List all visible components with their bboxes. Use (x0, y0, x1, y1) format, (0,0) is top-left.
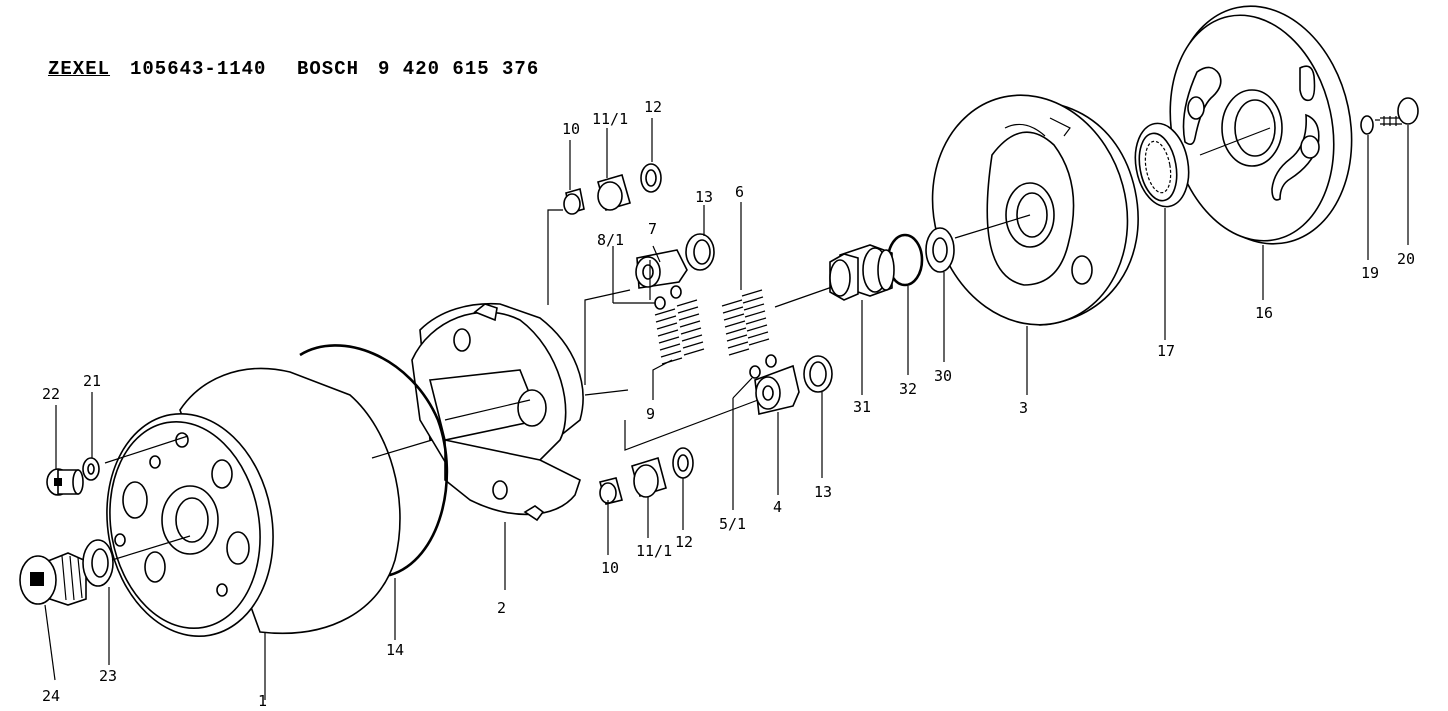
callout-6: 6 (735, 183, 744, 201)
part-30-washer (925, 227, 955, 273)
callout-16: 16 (1255, 304, 1273, 322)
part-4-flyweight (754, 364, 800, 415)
part-31-plug (829, 244, 895, 301)
callout-24: 24 (42, 687, 60, 705)
callout-14: 14 (386, 641, 404, 659)
part-11-1-upper-bushing (597, 174, 631, 211)
part-13-upper-bushing (685, 233, 715, 271)
part-6-springs (721, 289, 770, 356)
callout-5-1: 5/1 (719, 515, 746, 533)
callout-4: 4 (773, 498, 782, 516)
callout-17: 17 (1157, 342, 1175, 360)
callout-13-upper: 13 (695, 188, 713, 206)
part-3-housing (931, 94, 1139, 326)
part-20-bolt (1380, 97, 1419, 126)
callout-21: 21 (83, 372, 101, 390)
header-brand-bosch: BOSCH (297, 58, 360, 80)
part-19-washer (1360, 115, 1374, 135)
part-13-lower-bushing (803, 355, 833, 393)
part-2-hub (411, 302, 584, 522)
part-23-washer (82, 539, 114, 587)
callout-1: 1 (258, 692, 267, 710)
callout-10-upper: 10 (562, 120, 580, 138)
callout-9: 9 (646, 405, 655, 423)
part-10-upper-bushing (563, 187, 585, 215)
callout-12-upper: 12 (644, 98, 662, 116)
part-16-flyweight-plate (1169, 5, 1353, 245)
callout-31: 31 (853, 398, 871, 416)
part-12-upper-washer (640, 163, 662, 193)
part-21-washer (82, 457, 100, 481)
callout-22: 22 (42, 385, 60, 403)
part-10-lower-bushing (599, 477, 623, 505)
callout-3: 3 (1019, 399, 1028, 417)
part-9-springs (654, 299, 705, 365)
callout-7: 7 (648, 220, 657, 238)
callout-23: 23 (99, 667, 117, 685)
callout-13-lower: 13 (814, 483, 832, 501)
callout-20: 20 (1397, 250, 1415, 268)
header-zexel-part-number: 105643-1140 (130, 58, 267, 80)
part-17-bearing (1134, 122, 1190, 208)
callout-19: 19 (1361, 264, 1379, 282)
part-1-drum (106, 367, 401, 638)
part-11-1-lower-bushing (631, 456, 667, 498)
callout-32: 32 (899, 380, 917, 398)
callout-30: 30 (934, 367, 952, 385)
part-7-flyweight (635, 249, 688, 289)
callout-labels: 1 2 3 4 5/1 6 7 8/1 9 10 11/1 12 13 14 1… (42, 98, 1415, 710)
part-14-retaining-ring (299, 344, 449, 577)
part-5-1-shims (749, 354, 777, 379)
header-brand-zexel: ZEXEL (48, 58, 111, 80)
callout-2: 2 (497, 599, 506, 617)
callout-12-lower: 12 (675, 533, 693, 551)
callout-11-1-upper: 11/1 (592, 110, 628, 128)
part-12-lower-washer (672, 447, 694, 479)
assembly-lines (104, 119, 1380, 561)
callout-8-1: 8/1 (597, 231, 624, 249)
callout-11-1-lower: 11/1 (636, 542, 672, 560)
part-22-screw (46, 468, 84, 496)
part-24-plug (19, 552, 87, 606)
callout-leaders (44, 118, 1409, 700)
callout-10-lower: 10 (601, 559, 619, 577)
header-bosch-part-number: 9 420 615 376 (378, 58, 540, 80)
